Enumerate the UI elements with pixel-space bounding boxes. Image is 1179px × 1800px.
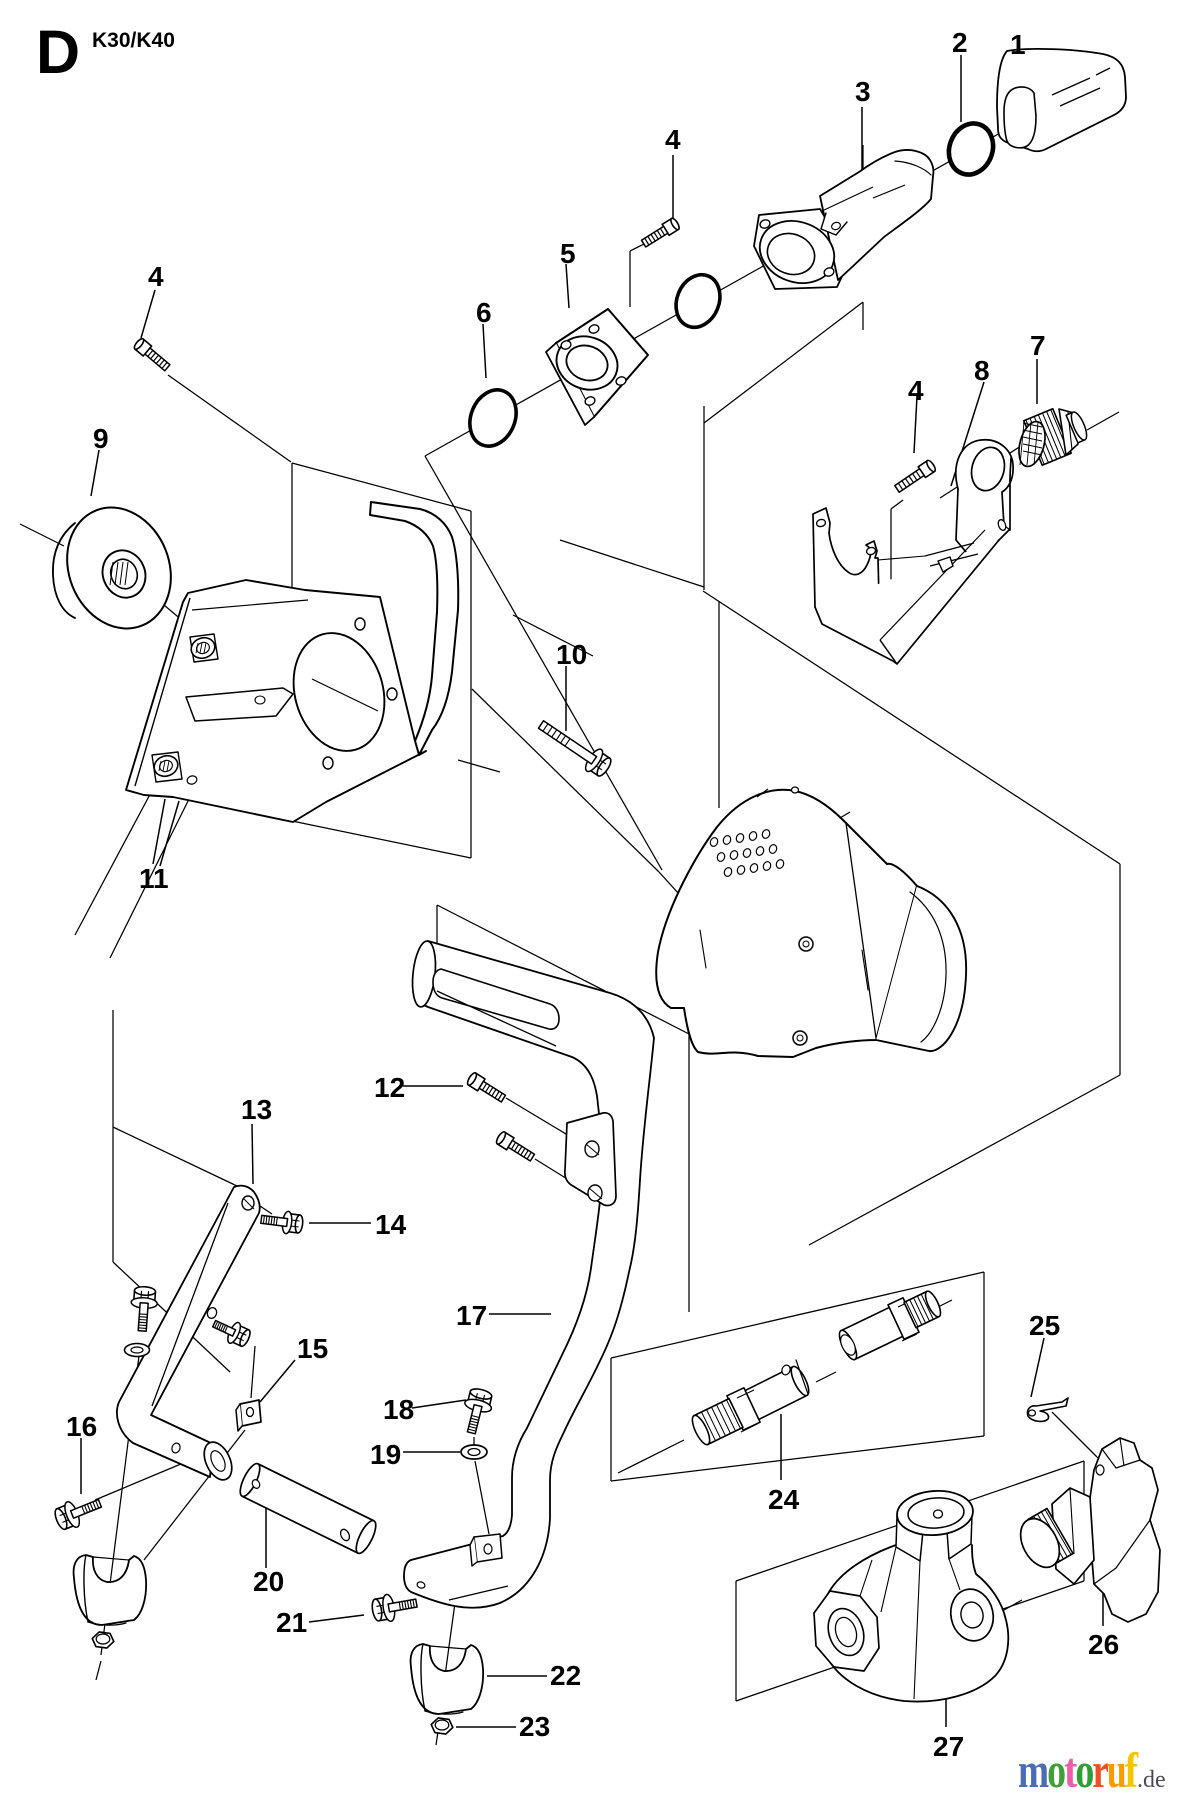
svg-text:4: 4 [148,261,164,292]
svg-text:.de: .de [1137,1767,1166,1793]
svg-text:6: 6 [476,297,492,328]
svg-text:5: 5 [560,238,576,269]
svg-text:u: u [1107,1742,1127,1798]
svg-text:1: 1 [1010,29,1026,60]
svg-text:20: 20 [253,1566,284,1597]
svg-text:13: 13 [241,1094,272,1125]
svg-text:24: 24 [768,1484,800,1515]
svg-text:10: 10 [556,639,587,670]
svg-text:26: 26 [1088,1629,1119,1660]
svg-text:3: 3 [855,76,871,107]
svg-text:27: 27 [933,1731,964,1762]
svg-text:t: t [1064,1742,1078,1798]
svg-text:21: 21 [276,1607,307,1638]
svg-text:K30/K40: K30/K40 [92,29,175,52]
svg-text:17: 17 [456,1300,487,1331]
svg-text:15: 15 [297,1333,328,1364]
svg-text:4: 4 [908,375,924,406]
svg-text:12: 12 [374,1072,405,1103]
svg-text:18: 18 [383,1394,414,1425]
svg-text:f: f [1125,1742,1139,1798]
svg-text:8: 8 [974,355,990,386]
svg-text:16: 16 [66,1411,97,1442]
svg-text:14: 14 [375,1209,407,1240]
svg-text:o: o [1075,1742,1094,1798]
svg-text:2: 2 [952,27,968,58]
svg-text:25: 25 [1029,1310,1060,1341]
svg-text:r: r [1092,1742,1109,1798]
svg-text:D: D [36,18,80,86]
svg-text:22: 22 [550,1660,581,1691]
svg-text:11: 11 [139,863,169,894]
svg-text:4: 4 [665,124,681,155]
svg-text:23: 23 [519,1711,550,1742]
svg-text:9: 9 [93,423,109,454]
svg-text:19: 19 [370,1439,401,1470]
svg-text:o: o [1047,1742,1066,1798]
svg-text:m: m [1018,1742,1049,1798]
svg-text:7: 7 [1030,330,1046,361]
